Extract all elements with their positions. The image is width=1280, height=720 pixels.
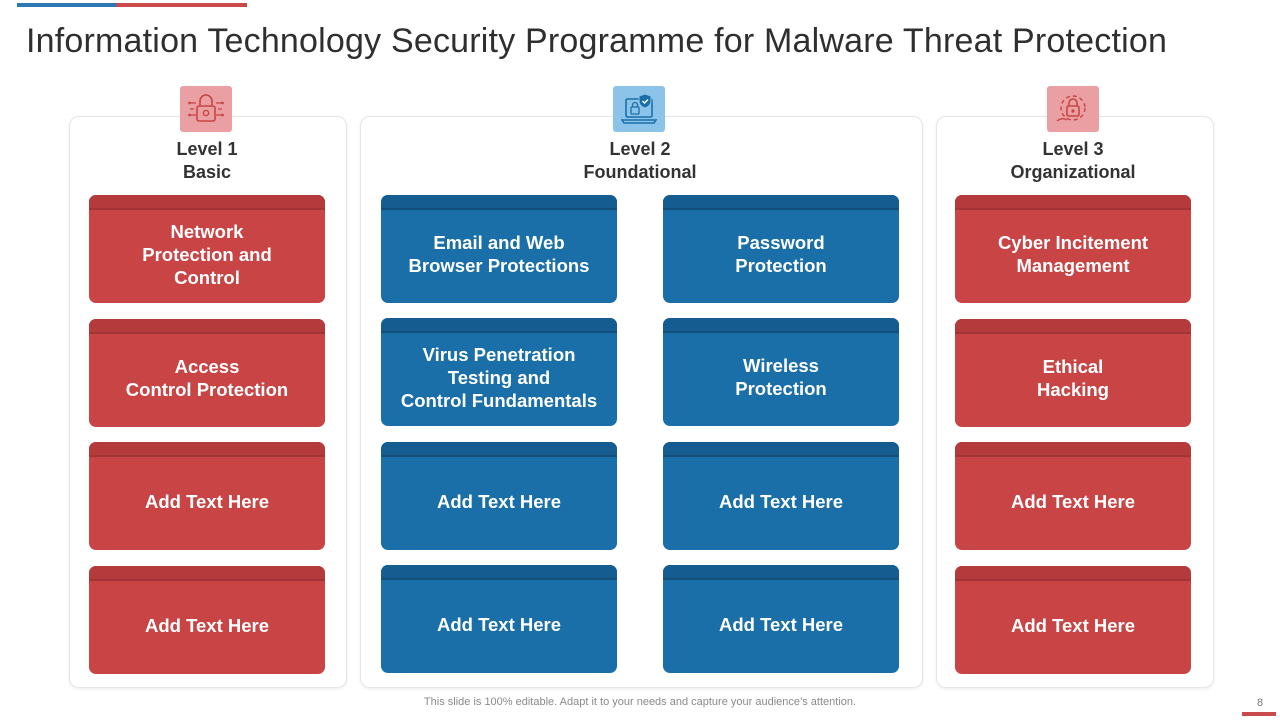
level-2-card: Password Protection [663, 195, 899, 303]
level-3-card: Cyber Incitement Management [955, 195, 1191, 303]
footer-note: This slide is 100% editable. Adapt it to… [423, 696, 857, 708]
page-title: Information Technology Security Programm… [26, 22, 1168, 60]
level-2-card: Wireless Protection [663, 318, 899, 426]
level-3-card: Add Text Here [955, 566, 1191, 674]
padlock-hand-icon [1047, 86, 1099, 132]
level-2-card: Email and Web Browser Protections [381, 195, 617, 303]
level-3-card: Ethical Hacking [955, 319, 1191, 427]
laptop-shield-icon [613, 86, 665, 132]
level-2-card: Add Text Here [663, 442, 899, 550]
page-number: 8 [1256, 697, 1264, 709]
level-1-card: Add Text Here [89, 566, 325, 674]
level-2-card: Add Text Here [381, 442, 617, 550]
page-accent-bar [1242, 712, 1276, 716]
level-1-card: Access Control Protection [89, 319, 325, 427]
accent-bar-red [116, 3, 247, 7]
level-2-card: Add Text Here [381, 565, 617, 673]
level-3-card: Add Text Here [955, 442, 1191, 550]
level-1-card: Network Protection and Control [89, 195, 325, 303]
level-2-card: Virus Penetration Testing and Control Fu… [381, 318, 617, 426]
level-2-card: Add Text Here [663, 565, 899, 673]
level-1-card: Add Text Here [89, 442, 325, 550]
padlock-circuit-icon [180, 86, 232, 132]
accent-bar-blue [17, 3, 116, 7]
